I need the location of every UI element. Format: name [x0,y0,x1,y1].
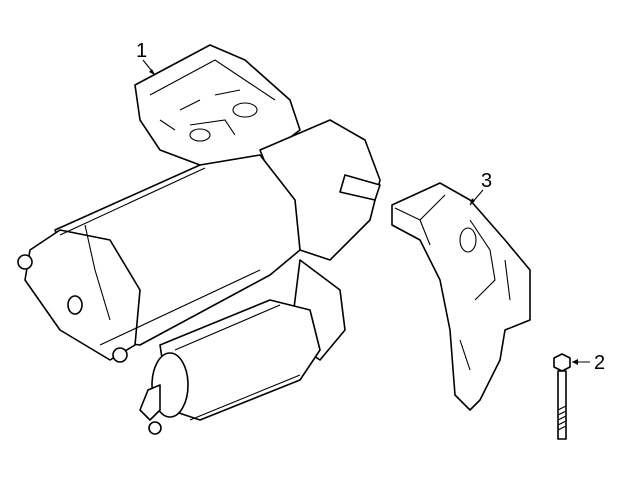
callout-leaders [142,59,590,365]
callout-2: 2 [594,352,605,374]
starter-motor[interactable] [17,119,381,363]
callout-1: 1 [136,40,147,62]
part-3-heat-shield[interactable] [391,182,531,411]
part-2-bolt[interactable] [553,353,571,440]
starter-solenoid[interactable] [139,299,321,435]
callout-3: 3 [481,170,492,192]
